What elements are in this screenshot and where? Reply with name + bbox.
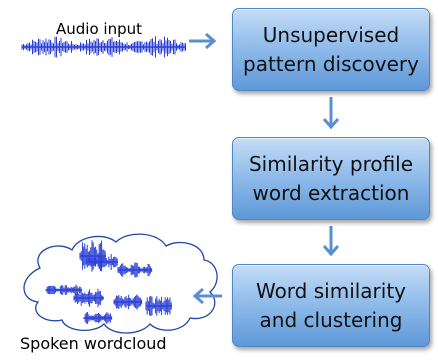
arrow-discovery-to-extraction xyxy=(322,97,340,130)
pattern-discovery-box: Unsupervised pattern discovery xyxy=(232,8,430,91)
box-line: word extraction xyxy=(252,180,410,205)
box-line: pattern discovery xyxy=(243,51,419,76)
word-clustering-box: Word similarity and clustering xyxy=(232,264,430,347)
box-line: Word similarity xyxy=(255,278,407,303)
box-line: Similarity profile xyxy=(248,151,414,176)
audio-input-label: Audio input xyxy=(56,20,142,38)
box-line: and clustering xyxy=(259,307,403,332)
arrow-audio-to-discovery xyxy=(189,32,217,50)
audio-waveform-icon xyxy=(21,36,186,58)
wordcloud-icon xyxy=(23,233,218,334)
spoken-wordcloud-label: Spoken wordcloud xyxy=(20,334,167,353)
arrow-clustering-to-wordcloud xyxy=(192,287,222,305)
word-extraction-box: Similarity profile word extraction xyxy=(232,137,430,220)
box-line: Unsupervised xyxy=(262,22,400,47)
arrow-extraction-to-clustering xyxy=(322,226,340,257)
